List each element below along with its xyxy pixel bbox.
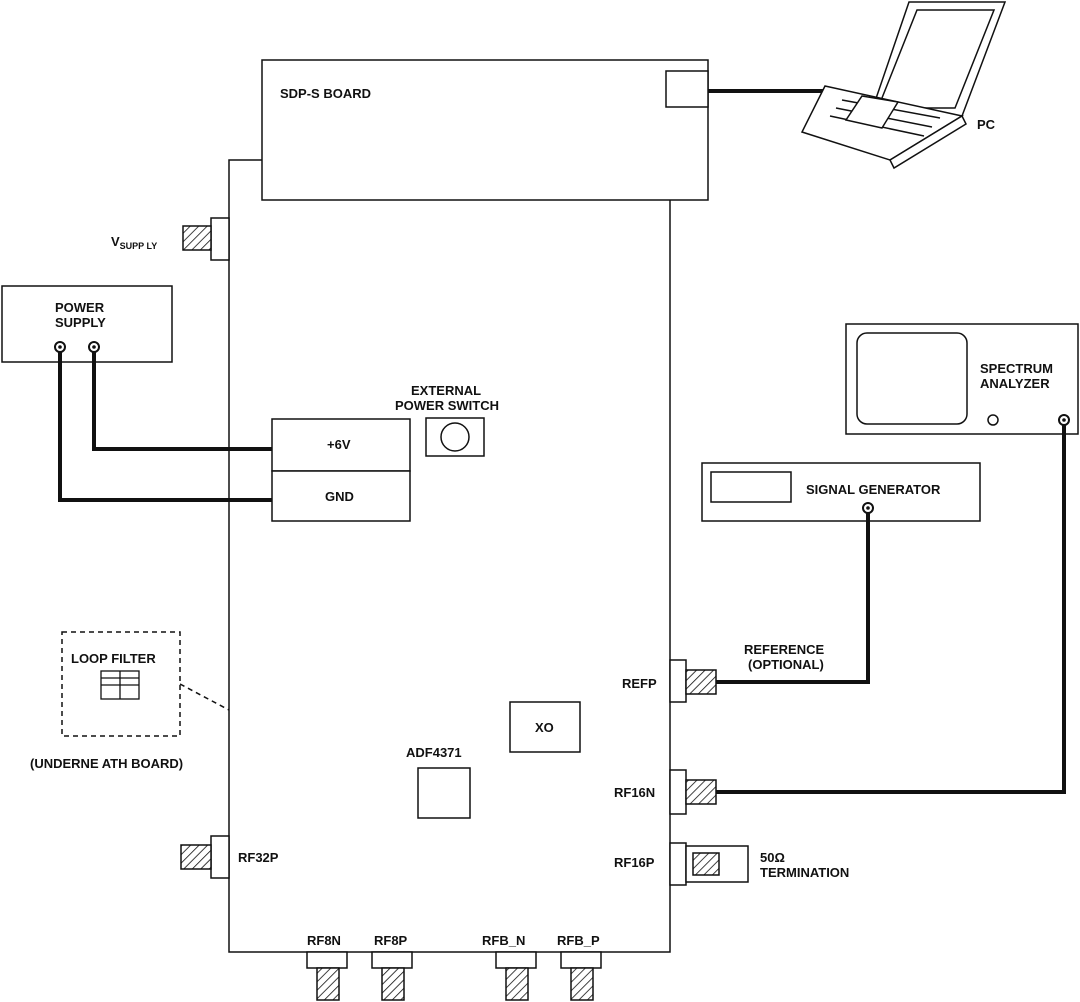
rf8n-connector xyxy=(306,951,348,1001)
rf16p-connector-thread xyxy=(692,852,720,876)
reference-cable xyxy=(716,513,870,684)
rfb-p-label: RFB_P xyxy=(557,933,600,948)
usb-connector xyxy=(665,70,709,108)
loop-filter-outline xyxy=(61,631,181,737)
rf32p-connector-thread xyxy=(180,844,212,870)
adf4371-chip xyxy=(417,767,471,819)
spectrum-analyzer-knob xyxy=(987,414,999,426)
laptop-icon xyxy=(800,1,1007,170)
rf16p-label: RF16P xyxy=(614,855,655,870)
plus6v-label: +6V xyxy=(327,437,351,452)
power-supply-label-1: POWER xyxy=(55,300,105,315)
rf8p-label: RF8P xyxy=(374,933,408,948)
reference-label-1: REFERENCE xyxy=(744,642,825,657)
refp-connector-thread xyxy=(685,669,717,695)
rf16p-connector-body xyxy=(669,842,687,886)
vsupply-label: VSUPP LY xyxy=(111,234,157,251)
rf16n-cable xyxy=(716,425,1066,794)
gnd-label: GND xyxy=(325,489,354,504)
adf-label: ADF4371 xyxy=(406,745,462,760)
rf8n-label: RF8N xyxy=(307,933,341,948)
reference-label-2: (OPTIONAL) xyxy=(748,657,824,672)
power-supply xyxy=(1,285,173,363)
signal-generator-label: SIGNAL GENERATOR xyxy=(806,482,941,497)
rf32p-connector-body xyxy=(210,835,230,879)
termination-label-2: TERMINATION xyxy=(760,865,849,880)
ext-switch-label-1: EXTERNAL xyxy=(411,383,481,398)
pc-label: PC xyxy=(977,117,996,132)
power-supply-label-2: SUPPLY xyxy=(55,315,106,330)
refp-label: REFP xyxy=(622,676,657,691)
loop-filter-leader xyxy=(179,683,230,711)
rfb-n-label: RFB_N xyxy=(482,933,525,948)
termination-label-1: 50Ω xyxy=(760,850,785,865)
spectrum-label-1: SPECTRUM xyxy=(980,361,1053,376)
refp-connector-body xyxy=(669,659,687,703)
loop-filter-icon xyxy=(100,670,140,700)
xo-block xyxy=(509,701,581,753)
gnd-terminal xyxy=(271,470,411,522)
plus6v-cable xyxy=(92,352,272,451)
spectrum-analyzer-screen xyxy=(856,332,968,425)
plus6v-terminal xyxy=(271,418,411,472)
rf8p-connector xyxy=(371,951,413,1001)
rfb-p-connector xyxy=(560,951,602,1001)
rf16n-connector-thread xyxy=(685,779,717,805)
sdp-board-label: SDP-S BOARD xyxy=(280,86,371,101)
underneath-label: (UNDERNE ATH BOARD) xyxy=(30,756,183,771)
sdp-board xyxy=(261,59,709,201)
xo-label: XO xyxy=(535,720,554,735)
rfb-n-connector xyxy=(495,951,537,1001)
rf16n-label: RF16N xyxy=(614,785,655,800)
ext-power-switch-knob xyxy=(440,422,470,452)
eval-board xyxy=(228,159,671,953)
vsupply-connector-thread xyxy=(182,225,212,251)
loop-filter-label: LOOP FILTER xyxy=(71,651,156,666)
rf32p-label: RF32P xyxy=(238,850,279,865)
signal-generator-display xyxy=(710,471,792,503)
gnd-cable xyxy=(58,352,272,502)
vsupply-connector-body xyxy=(210,217,230,261)
rf16n-connector-body xyxy=(669,769,687,815)
spectrum-label-2: ANALYZER xyxy=(980,376,1050,391)
ext-switch-label-2: POWER SWITCH xyxy=(395,398,499,413)
